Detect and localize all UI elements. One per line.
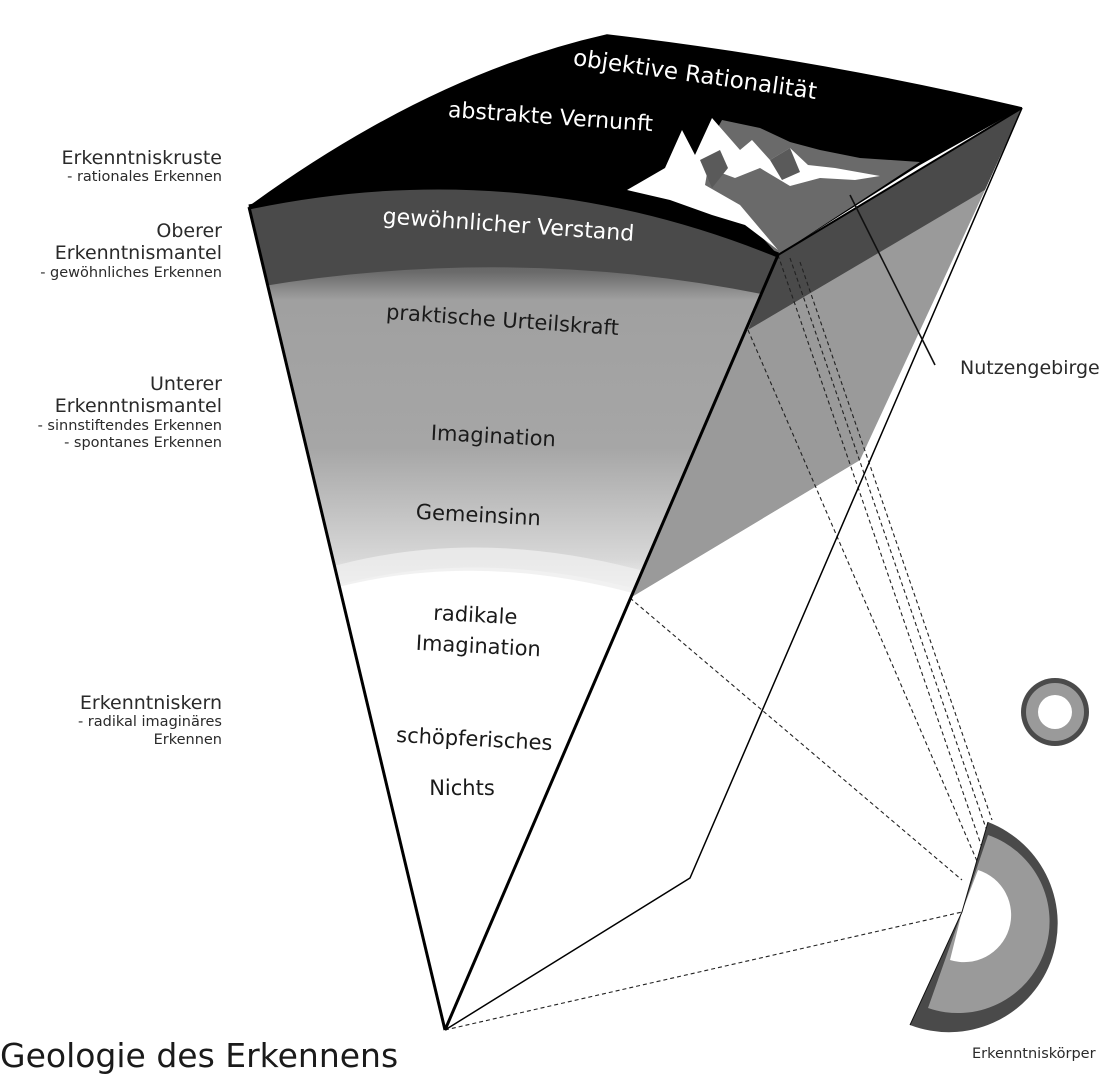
core-text-1a: radikale bbox=[433, 601, 518, 629]
body-label: Erkenntniskörper bbox=[972, 1046, 1096, 1062]
lower-label-head-1: Unterer bbox=[150, 373, 222, 395]
upper-mantle-side-label: Oberer Erkenntnismantel - gewöhnliches E… bbox=[40, 220, 222, 282]
lower-label-head-2: Erkenntnismantel bbox=[54, 395, 222, 418]
crust-label-head: Erkenntniskruste bbox=[61, 147, 222, 169]
core-label-sub-1: - radikal imaginäres bbox=[77, 714, 222, 731]
planet-cross-section bbox=[1021, 678, 1089, 746]
upper-label-sub: - gewöhnliches Erkennen bbox=[40, 264, 222, 281]
mountain-leader-line bbox=[849, 194, 936, 366]
crust-label-sub: - rationales Erkennen bbox=[67, 169, 222, 186]
core-text-2b: Nichts bbox=[429, 776, 495, 800]
core-label-head: Erkenntniskern bbox=[79, 692, 222, 714]
core-fade bbox=[320, 547, 640, 595]
mountain-range bbox=[627, 118, 920, 255]
side-upper-mantle bbox=[748, 108, 1022, 330]
erkenntniskoerper-half-globe bbox=[909, 821, 1058, 1033]
core-side-label: Erkenntniskern - radikal imaginäres Erke… bbox=[78, 692, 222, 749]
lower-label-sub-2: - spontanes Erkennen bbox=[64, 434, 222, 451]
side-lower-mantle bbox=[630, 190, 985, 598]
wedge-outline bbox=[247, 34, 1023, 1031]
projection-lines bbox=[444, 254, 993, 1031]
page-title: Geologie des Erkennens bbox=[0, 1036, 399, 1075]
lower-label-sub-1: - sinnstiftendes Erkennen bbox=[37, 417, 222, 434]
crust-side-label: Erkenntniskruste - rationales Erkennen bbox=[62, 147, 222, 187]
upper-label-head-1: Oberer bbox=[156, 220, 222, 242]
lower-mantle-side-label: Unterer Erkenntnismantel - sinnstiftende… bbox=[38, 373, 222, 452]
core-label-sub-2: Erkennen bbox=[153, 731, 222, 748]
mountain-label: Nutzengebirge bbox=[960, 357, 1100, 379]
upper-label-head-2: Erkenntnismantel bbox=[54, 242, 222, 265]
mountain-snow bbox=[627, 118, 880, 250]
